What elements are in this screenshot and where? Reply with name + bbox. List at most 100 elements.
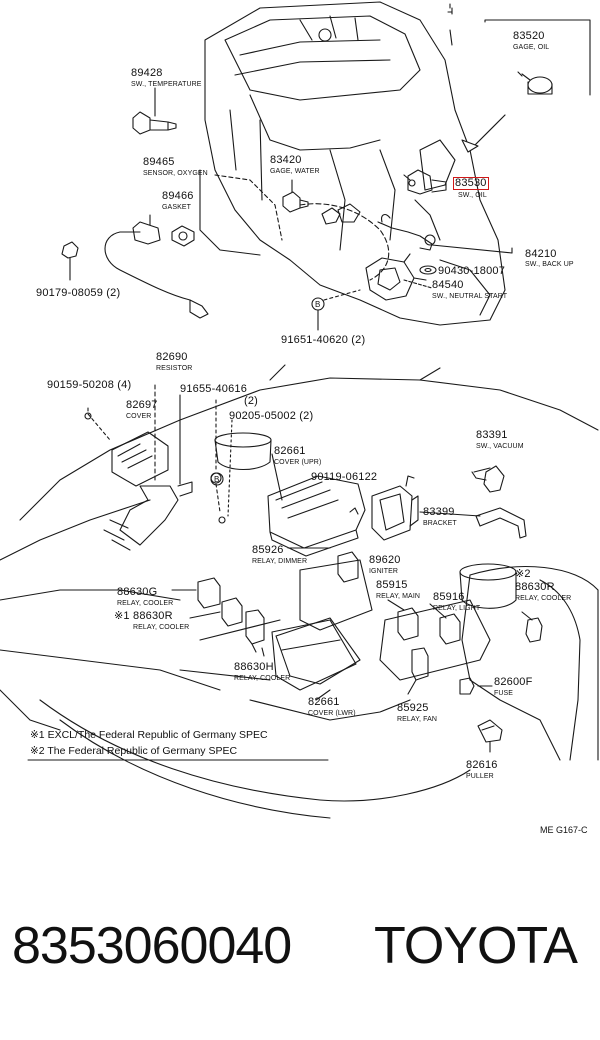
- part-number: 89465: [143, 156, 175, 168]
- oil-switch-part: [407, 169, 447, 195]
- part-description: SW., BACK UP: [525, 261, 574, 268]
- part-description: GAGE, WATER: [270, 168, 320, 175]
- part-number: 84210: [525, 248, 557, 260]
- note-1-mark: ※1: [30, 729, 45, 741]
- nut-part: [61, 241, 79, 281]
- bolt-symbol-circle: [210, 472, 224, 486]
- part-number-caption: 8353060040: [12, 917, 292, 975]
- part-description: SW., OIL: [458, 192, 487, 199]
- upper-cover-part: [267, 475, 366, 557]
- washer-part: [419, 265, 437, 275]
- pointer-arrow: [469, 114, 506, 151]
- part-number: 91655-40616: [180, 383, 248, 395]
- note-mark: ※2: [515, 568, 531, 580]
- part-number: 82690: [156, 351, 188, 363]
- part-number: 90430-18007: [438, 265, 506, 277]
- part-description: RELAY, LIGHT: [433, 605, 481, 612]
- fuse-part: [459, 677, 475, 695]
- gasket-part: [171, 225, 195, 247]
- part-number: 89466: [162, 190, 194, 202]
- part-description: RELAY, DIMMER: [252, 558, 308, 565]
- puller-part: [477, 719, 503, 743]
- note-2-mark: ※2: [30, 745, 45, 757]
- part-description: SW., VACUUM: [476, 443, 524, 450]
- bolt-top: [311, 289, 361, 331]
- part-description: RELAY, COOLER: [133, 624, 190, 631]
- screw-line: [87, 407, 111, 441]
- leader-lines: [171, 174, 533, 753]
- bracket-part: [475, 507, 527, 539]
- note-2-text: The Federal Republic of Germany SPEC: [47, 745, 238, 757]
- relay-cooler-r-left-part: [221, 597, 243, 627]
- parts-diagram: 83520 GAGE, OIL 89428 SW., TEMPERATURE 8…: [0, 1, 599, 835]
- part-number: 88630H: [234, 661, 274, 673]
- brand-caption: TOYOTA: [374, 917, 578, 975]
- bolt-symbol-label: B: [315, 300, 321, 309]
- part-description: COVER (UPR): [274, 459, 322, 466]
- engine-block-drawing: [199, 1, 506, 326]
- part-number: 85926: [252, 544, 284, 556]
- water-gage-part: [282, 179, 309, 213]
- part-description: FUSE: [494, 690, 514, 697]
- engine-bay-drawing: [0, 364, 599, 819]
- note-2: ※2 The Federal Republic of Germany SPEC: [30, 746, 237, 757]
- part-description: GASKET: [162, 204, 191, 211]
- part-number: 90179-08059 (2): [36, 287, 121, 299]
- reference-code: ME G167-C: [540, 825, 588, 835]
- highlighted-part-number: 83530: [453, 177, 489, 190]
- part-number: 88630G: [117, 586, 158, 598]
- part-number: 83391: [476, 429, 508, 441]
- neutral-start-switch-part: [365, 253, 433, 301]
- oxygen-sensor-part: [104, 214, 209, 319]
- resistor-part: [103, 384, 193, 551]
- part-number: 85915: [376, 579, 408, 591]
- part-number: 89620: [369, 554, 401, 566]
- part-number: 88630R: [133, 610, 173, 622]
- relay-cooler-r-right-part: [525, 617, 543, 643]
- part-description: (2): [244, 395, 259, 407]
- part-number: 85925: [397, 702, 429, 714]
- part-number: 90205-05002 (2): [229, 410, 314, 422]
- note-mark: ※1: [114, 610, 130, 622]
- part-description: COVER: [126, 413, 152, 420]
- part-description: PULLER: [466, 773, 494, 780]
- part-number: 90159-50208 (4): [47, 379, 132, 391]
- part-description: GAGE, OIL: [513, 44, 550, 51]
- part-description: IGNITER: [369, 568, 399, 575]
- callout-box-lines: [484, 19, 591, 96]
- bolt-symbol-label: B: [214, 475, 220, 484]
- exploded-view-drawing: [0, 1, 599, 819]
- relay-fan-part: [411, 647, 429, 681]
- part-number: 82616: [466, 759, 498, 771]
- backup-switch-part: [377, 213, 513, 254]
- part-number: 82661: [308, 696, 340, 708]
- part-description: SENSOR, OXYGEN: [143, 170, 208, 177]
- part-description: SW., TEMPERATURE: [131, 81, 202, 88]
- part-description: RELAY, COOLER: [234, 675, 291, 682]
- part-number: 83399: [423, 506, 455, 518]
- vacuum-switch-part: [471, 465, 505, 493]
- part-number: 82600F: [494, 676, 533, 688]
- note-1-text: EXCL/The Federal Republic of Germany SPE…: [47, 729, 268, 741]
- part-number: 90119-06122: [311, 471, 378, 483]
- part-description: RELAY, COOLER: [117, 600, 174, 607]
- part-number: 82697: [126, 399, 158, 411]
- note-1: ※1 EXCL/The Federal Republic of Germany …: [30, 730, 268, 741]
- part-number: 91651-40620 (2): [281, 334, 366, 346]
- part-number: 83520: [513, 30, 545, 42]
- relay-light-part: [439, 613, 461, 645]
- oil-gage-part: [517, 71, 553, 95]
- part-number: 85916: [433, 591, 465, 603]
- part-description: RESISTOR: [156, 365, 193, 372]
- part-description: BRACKET: [423, 520, 457, 527]
- relay-cooler-g-part: [197, 577, 221, 609]
- part-description: SW., NEUTRAL START: [432, 293, 508, 300]
- part-number: 82661: [274, 445, 306, 457]
- part-number: 88630R: [515, 581, 555, 593]
- part-description: RELAY, MAIN: [376, 593, 421, 600]
- relay-cooler-h-part: [245, 609, 265, 653]
- part-description: RELAY, FAN: [397, 716, 438, 723]
- relay-dimmer-part: [337, 551, 359, 583]
- lower-cover-part: [275, 617, 361, 685]
- part-number: 83420: [270, 154, 302, 166]
